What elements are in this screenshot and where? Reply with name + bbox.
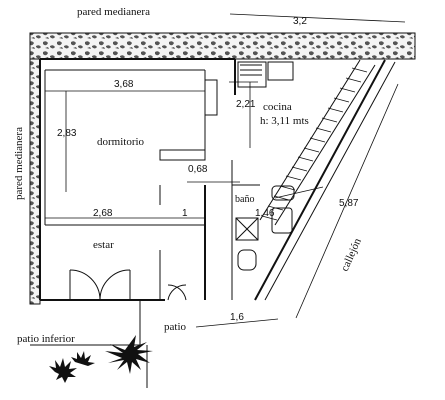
dimension-top-width: 3,2 xyxy=(293,16,307,27)
dimension-lines xyxy=(45,13,406,328)
living-label: estar xyxy=(93,239,114,251)
dimension-room-width: 3,68 xyxy=(114,79,134,90)
exterior-walls xyxy=(39,58,236,301)
kitchen-label: cocina xyxy=(263,101,292,113)
top-party-wall xyxy=(29,32,416,60)
bedroom-walls xyxy=(44,69,218,300)
dimension-room-height: 2,83 xyxy=(57,128,77,139)
dimension-kitchen-depth: 2,21 xyxy=(236,99,256,110)
bathroom xyxy=(231,160,295,300)
height-label: h: 3,11 mts xyxy=(260,115,309,127)
palm-plant xyxy=(105,335,153,374)
dimension-living-width: 2,68 xyxy=(93,208,113,219)
lower-patio-label: patio inferior xyxy=(17,333,75,345)
shrub xyxy=(49,351,95,383)
bedroom-label: dormitorio xyxy=(97,136,145,148)
dimension-patio-width: 1,6 xyxy=(230,312,244,323)
dimension-door-gap: 0,68 xyxy=(188,164,208,175)
staircase xyxy=(254,59,396,301)
patio-label: patio xyxy=(164,321,186,333)
alley-label: callejón xyxy=(339,236,364,273)
dimension-alley-length: 5,87 xyxy=(339,198,359,209)
bathroom-label: baño xyxy=(235,194,254,205)
dimension-bath-width: 1,46 xyxy=(255,208,275,219)
kitchen xyxy=(237,61,294,88)
left-wall-label: pared medianera xyxy=(13,127,25,200)
top-wall-label: pared medianera xyxy=(77,6,150,18)
living-doors xyxy=(69,250,187,301)
left-party-wall xyxy=(29,58,41,305)
dimension-passage-width: 1 xyxy=(182,208,188,219)
